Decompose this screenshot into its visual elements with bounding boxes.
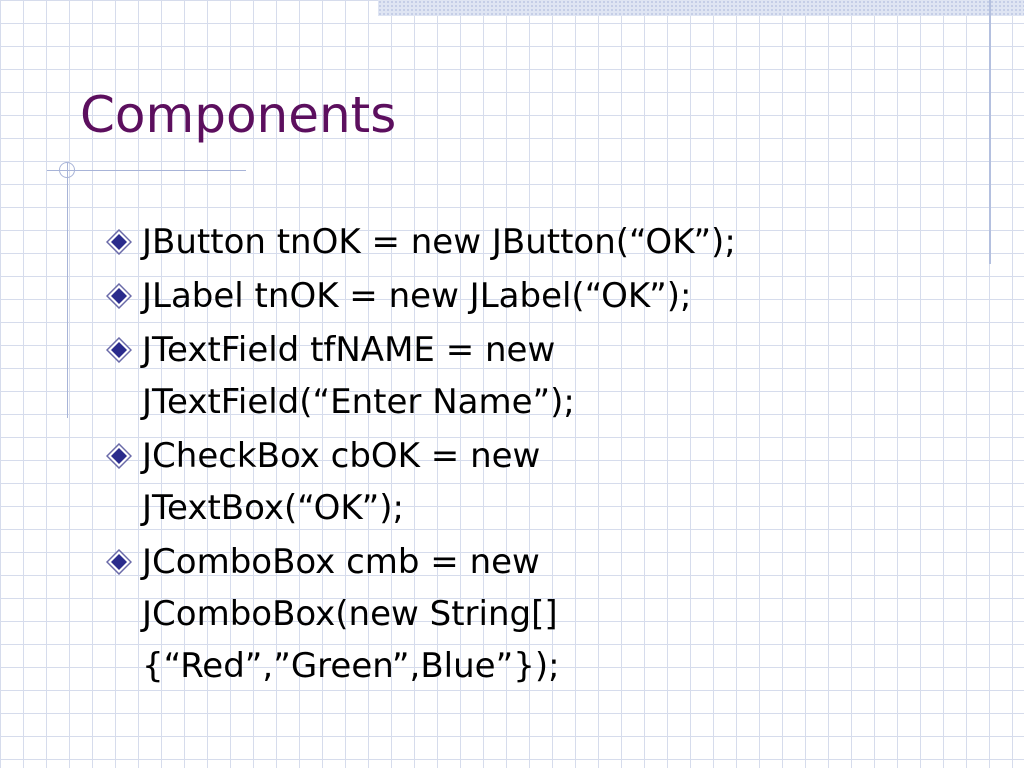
bullet-item: JTextField tfNAME = new JTextField(“Ente… [106, 324, 986, 428]
top-decorative-band [378, 0, 1024, 16]
diamond-bullet-icon [106, 337, 132, 363]
diamond-bullet-icon [106, 549, 132, 575]
bullet-item: JButton tnOK = new JButton(“OK”); [106, 216, 986, 268]
bullet-text: JButton tnOK = new JButton(“OK”); [142, 222, 736, 262]
rule-junction-circle [59, 162, 75, 178]
bullet-item: JComboBox cmb = new JComboBox(new String… [106, 536, 986, 692]
diamond-bullet-icon [106, 443, 132, 469]
right-vertical-rule [989, 0, 991, 264]
title-underline-rule [47, 170, 246, 171]
left-vertical-rule [67, 162, 68, 418]
bullet-list: JButton tnOK = new JButton(“OK”); JLabel… [106, 216, 986, 694]
bullet-item: JLabel tnOK = new JLabel(“OK”); [106, 270, 986, 322]
bullet-item: JCheckBox cbOK = new JTextBox(“OK”); [106, 430, 986, 534]
bullet-text: JLabel tnOK = new JLabel(“OK”); [142, 276, 692, 316]
diamond-bullet-icon [106, 229, 132, 255]
diamond-bullet-icon [106, 283, 132, 309]
bullet-text: JCheckBox cbOK = new JTextBox(“OK”); [142, 436, 541, 528]
bullet-text: JComboBox cmb = new JComboBox(new String… [142, 542, 560, 686]
slide-title: Components [80, 86, 397, 144]
bullet-text: JTextField tfNAME = new JTextField(“Ente… [142, 330, 575, 422]
